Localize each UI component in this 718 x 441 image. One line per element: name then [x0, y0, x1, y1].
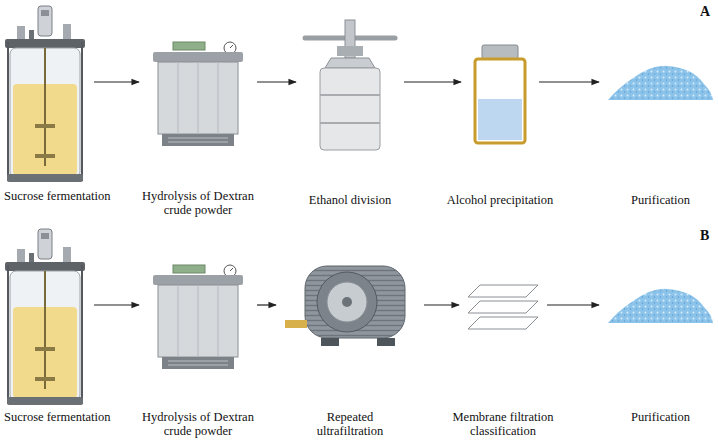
- fermenter-illustration: [5, 6, 85, 182]
- process-step: Membrane filtration classification: [468, 285, 538, 331]
- fermenter-illustration: [5, 229, 85, 405]
- precipitation-jar-illustration: [475, 45, 525, 143]
- step-caption: Hydrolysis of Dextran crude powder: [134, 410, 262, 439]
- process-step: Alcohol precipitation: [470, 45, 530, 145]
- step-caption: Repeated ultrafiltration: [304, 410, 396, 439]
- ultrafiltration-pump-illustration: [285, 266, 405, 346]
- process-step: Sucrose fermentation: [5, 5, 85, 183]
- flow-arrow: [257, 81, 296, 82]
- flow-arrow: [539, 81, 599, 82]
- hydrolysis-tank-illustration: [153, 265, 243, 369]
- panel-letter: A: [700, 4, 710, 20]
- process-step: Purification: [608, 278, 713, 326]
- step-caption: Sucrose fermentation: [0, 189, 122, 203]
- process-step: Hydrolysis of Dextran crude powder: [148, 265, 248, 370]
- flow-arrow: [424, 304, 459, 305]
- powder-pile-illustration: [608, 289, 713, 323]
- step-caption: Ethanol division: [280, 193, 420, 207]
- powder-pile-illustration: [608, 66, 713, 100]
- process-step: Ethanol division: [305, 20, 395, 152]
- process-step: Hydrolysis of Dextran crude powder: [148, 42, 248, 147]
- flow-arrow: [547, 304, 599, 305]
- panel-letter: B: [700, 228, 709, 244]
- step-caption: Alcohol precipitation: [430, 193, 570, 207]
- flow-arrow: [94, 81, 139, 82]
- step-caption: Purification: [601, 410, 718, 424]
- process-step: Repeated ultrafiltration: [285, 256, 415, 348]
- process-step: Purification: [608, 55, 713, 103]
- process-step: Sucrose fermentation: [5, 228, 85, 406]
- hydrolysis-tank-illustration: [153, 42, 243, 146]
- step-caption: Sucrose fermentation: [0, 410, 122, 424]
- flow-arrow: [94, 304, 139, 305]
- ethanol-press-illustration: [305, 20, 395, 150]
- flow-arrow: [404, 81, 461, 82]
- step-caption: Hydrolysis of Dextran crude powder: [134, 189, 262, 218]
- membrane-stack-illustration: [468, 285, 538, 329]
- flow-arrow: [257, 304, 276, 305]
- step-caption: Membrane filtration classification: [446, 410, 561, 439]
- step-caption: Purification: [601, 193, 718, 207]
